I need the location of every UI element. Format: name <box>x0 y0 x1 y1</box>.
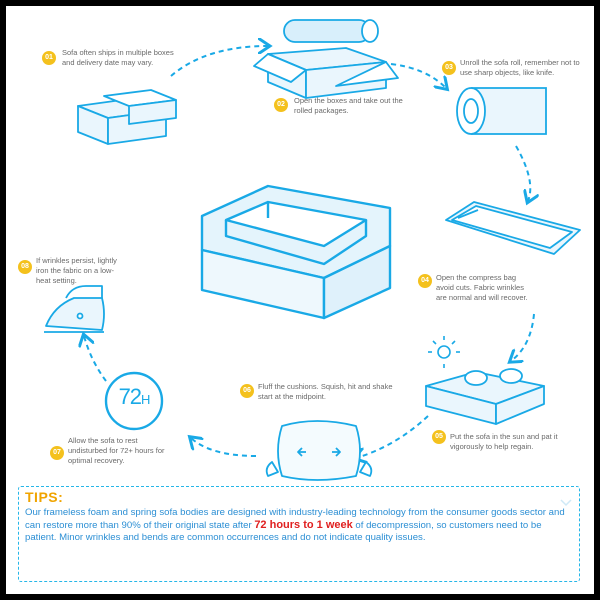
flow-arrows <box>84 46 534 458</box>
timer-value: 72 <box>118 384 143 409</box>
arrow-6-7 <box>191 438 257 457</box>
open-box-roll-icon <box>253 19 399 99</box>
timer-icon <box>104 371 164 431</box>
step-8-text: If wrinkles persist, lightly iron the fa… <box>36 256 117 285</box>
tips-body: Our frameless foam and spring sofa bodie… <box>25 507 573 544</box>
sun-icon <box>428 336 460 368</box>
step-5-text: Put the sofa in the sun and pat it vigor… <box>450 432 558 451</box>
arrow-3-4 <box>515 145 530 201</box>
tips-body-end: of decompression, so customers need to b… <box>25 520 542 543</box>
timer-unit: H <box>141 392 150 407</box>
infographic: 01 Sofa often ships in multiple boxes an… <box>6 6 594 594</box>
step-3-badge: 03 <box>442 61 456 75</box>
compress-bag-icon <box>445 201 581 255</box>
step-7-text: Allow the sofa to rest undisturbed for 7… <box>68 436 165 465</box>
tips-box: TIPS: Our frameless foam and spring sofa… <box>18 486 580 582</box>
chevron-icon <box>560 499 572 507</box>
step-6-text: Fluff the cushions. Squish, hit and shak… <box>258 382 393 401</box>
arrow-7-8 <box>84 336 107 382</box>
sofa-sun-icon <box>425 368 545 425</box>
step-5-badge: 05 <box>432 430 446 444</box>
main-sofa-icon <box>200 184 392 320</box>
tips-highlight: 72 hours to 1 week <box>254 519 353 531</box>
iron-icon <box>44 285 105 333</box>
step-4-text: Open the compress bag avoid cuts. Fabric… <box>436 273 528 302</box>
timer-label: 72H <box>104 384 164 410</box>
tips-body-start: Our frameless foam and spring sofa bodie… <box>25 507 565 531</box>
tips-title: TIPS: <box>25 489 64 505</box>
step-7-badge: 07 <box>50 446 64 460</box>
pillow-icon <box>265 420 373 481</box>
arrow-4-5 <box>511 313 535 361</box>
arrow-5-6 <box>356 415 429 458</box>
step-3-text: Unroll the sofa roll, remember not to us… <box>460 58 580 77</box>
arrow-1-2 <box>170 46 268 77</box>
step-1-text: Sofa often ships in multiple boxes and d… <box>62 48 174 67</box>
step-1-badge: 01 <box>42 51 56 65</box>
illustration-layer <box>44 19 581 507</box>
arrow-2-3 <box>390 63 446 88</box>
step-8-badge: 08 <box>18 260 32 274</box>
step-6-badge: 06 <box>240 384 254 398</box>
boxes-icon <box>77 89 177 145</box>
step-4-badge: 04 <box>418 274 432 288</box>
unrolled-roll-icon <box>456 87 547 135</box>
step-2-text: Open the boxes and take out the rolled p… <box>294 96 403 115</box>
step-2-badge: 02 <box>274 98 288 112</box>
